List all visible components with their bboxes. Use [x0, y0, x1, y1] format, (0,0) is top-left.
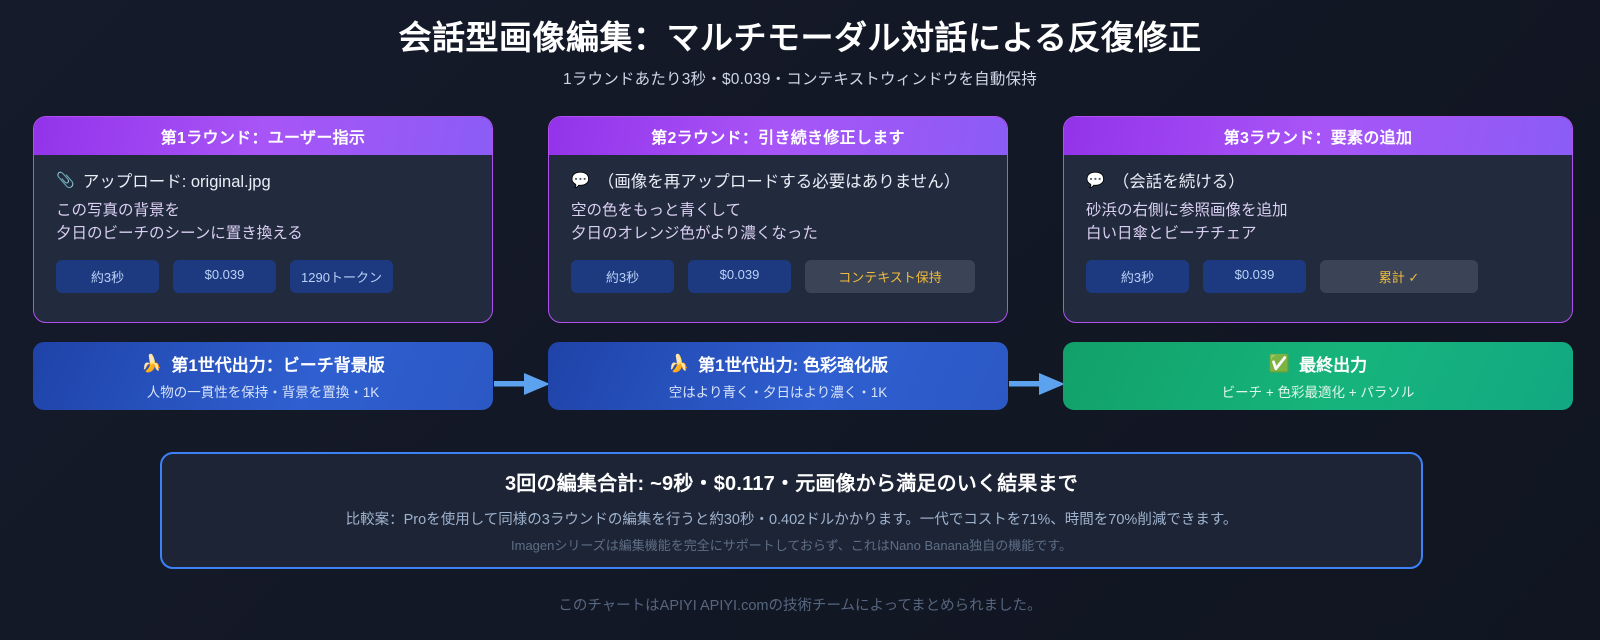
speech-bubble-icon: 💬 [1086, 171, 1105, 189]
round-3-meta-text: （会話を続ける） [1112, 173, 1245, 191]
round-3-chip-time[interactable]: 約3秒 [1086, 259, 1189, 293]
round-3-meta: 💬 （会話を続ける） [1086, 168, 1552, 192]
round-3-prompt-line-1: 砂浜の右側に参照画像を追加 [1086, 202, 1288, 219]
footer-credit: このチャートはAPIYI APIYI.comの技術チームによってまとめられました… [558, 598, 1042, 614]
round-2-chips: 約3秒 $0.039 コンテキスト保持 [571, 259, 987, 293]
output-bar-2[interactable]: 🍌 第1世代出力: 色彩強化版 空はより青く・夕日はより濃く・1K [548, 342, 1008, 410]
output-1-title-row: 🍌 第1世代出力：ビーチ背景版 [141, 351, 385, 376]
round-1-prompt: この写真の背景を 夕日のビーチのシーンに置き換える [56, 200, 472, 246]
round-3-chips: 約3秒 $0.039 累計 ✓ [1086, 259, 1552, 293]
summary-secondary-note: Imagenシリーズは編集機能を完全にサポートしておらず、これはNano Ban… [511, 538, 1072, 553]
round-2-prompt-line-1: 空の色をもっと青くして [571, 202, 742, 219]
round-card-3[interactable]: 第3ラウンド：要素の追加 💬 （会話を続ける） 砂浜の右側に参照画像を追加 白い… [1063, 116, 1573, 323]
output-2-title-row: 🍌 第1世代出力: 色彩強化版 [668, 351, 888, 376]
output-1-subtitle: 人物の一貫性を保持・背景を置換・1K [146, 385, 380, 400]
summary-comparison-note: 比較案：Proを使用して同様の3ラウンドの編集を行うと約30秒・0.402ドルか… [345, 512, 1238, 528]
round-1-meta: 📎 アップロード: original.jpg [56, 168, 472, 192]
output-bar-3[interactable]: ✅ 最終出力 ビーチ + 色彩最適化 + パラソル [1063, 342, 1573, 410]
round-3-chip-cumulative[interactable]: 累計 ✓ [1320, 259, 1478, 293]
round-3-prompt: 砂浜の右側に参照画像を追加 白い日傘とビーチチェア [1086, 200, 1552, 246]
output-3-title: 最終出力 [1299, 356, 1368, 375]
round-1-chip-time[interactable]: 約3秒 [56, 259, 159, 293]
rounds-row: 第1ラウンド：ユーザー指示 📎 アップロード: original.jpg この写… [0, 116, 1600, 395]
round-card-2-heading: 第2ラウンド：引き続き修正します [549, 117, 1007, 155]
output-1-title: 第1世代出力：ビーチ背景版 [171, 356, 385, 375]
round-card-1[interactable]: 第1ラウンド：ユーザー指示 📎 アップロード: original.jpg この写… [33, 116, 493, 323]
round-2-chip-cost[interactable]: $0.039 [688, 259, 791, 293]
banana-icon: 🍌 [141, 353, 163, 373]
paperclip-icon: 📎 [56, 171, 75, 189]
banana-icon: 🍌 [667, 353, 690, 373]
round-2-meta-text: （画像を再アップロードする必要はありません） [597, 173, 961, 191]
round-2-chip-context[interactable]: コンテキスト保持 [805, 259, 975, 293]
arrow-right-icon-2 [1009, 371, 1067, 397]
round-1-prompt-line-1: この写真の背景を [56, 202, 181, 219]
round-3-prompt-line-2: 白い日傘とビーチチェア [1086, 224, 1257, 242]
check-mark-button-icon: ✅ [1268, 353, 1291, 373]
speech-bubble-icon: 💬 [571, 171, 590, 189]
page-title: 会話型画像編集：マルチモーダル対話による反復修正 [398, 19, 1202, 56]
round-1-chip-tokens[interactable]: 1290トークン [290, 259, 393, 293]
round-card-1-heading: 第1ラウンド：ユーザー指示 [34, 117, 492, 155]
round-2-chip-time[interactable]: 約3秒 [571, 259, 674, 293]
round-2-meta: 💬 （画像を再アップロードする必要はありません） [571, 168, 987, 192]
round-2-prompt: 空の色をもっと青くして 夕日のオレンジ色がより濃くなった [571, 200, 987, 246]
round-1-chip-cost[interactable]: $0.039 [173, 259, 276, 293]
round-1-chips: 約3秒 $0.039 1290トークン [56, 259, 472, 293]
output-3-title-row: ✅ 最終出力 [1269, 351, 1367, 376]
round-2-prompt-line-2: 夕日のオレンジ色がより濃くなった [571, 224, 818, 242]
output-bar-1[interactable]: 🍌 第1世代出力：ビーチ背景版 人物の一貫性を保持・背景を置換・1K [33, 342, 493, 410]
output-2-subtitle: 空はより青く・夕日はより濃く・1K [668, 385, 888, 400]
output-3-subtitle: ビーチ + 色彩最適化 + パラソル [1221, 385, 1415, 400]
output-2-title: 第1世代出力: 色彩強化版 [698, 356, 888, 375]
round-card-1-body: 📎 アップロード: original.jpg この写真の背景を 夕日のビーチのシ… [34, 155, 492, 293]
summary-box: 3回の編集合計: ~9秒・$0.117・元画像から満足のいく結果まで 比較案：P… [160, 452, 1423, 569]
round-card-2[interactable]: 第2ラウンド：引き続き修正します 💬 （画像を再アップロードする必要はありません… [548, 116, 1008, 323]
outputs-row: 🍌 第1世代出力：ビーチ背景版 人物の一貫性を保持・背景を置換・1K 🍌 第1世… [0, 342, 1600, 412]
summary-main-text: 3回の編集合計: ~9秒・$0.117・元画像から満足のいく結果まで [504, 473, 1078, 495]
round-1-meta-text: アップロード: original.jpg [82, 173, 271, 191]
round-card-3-body: 💬 （会話を続ける） 砂浜の右側に参照画像を追加 白い日傘とビーチチェア 約3秒… [1064, 155, 1572, 293]
arrow-right-icon-1 [494, 371, 552, 397]
page-subtitle: 1ラウンドあたり3秒・$0.039・コンテキストウィンドウを自動保持 [563, 71, 1037, 89]
round-card-3-heading: 第3ラウンド：要素の追加 [1064, 117, 1572, 155]
round-3-chip-cost[interactable]: $0.039 [1203, 259, 1306, 293]
round-card-2-body: 💬 （画像を再アップロードする必要はありません） 空の色をもっと青くして 夕日の… [549, 155, 1007, 293]
round-1-prompt-line-2: 夕日のビーチのシーンに置き換える [56, 224, 303, 242]
